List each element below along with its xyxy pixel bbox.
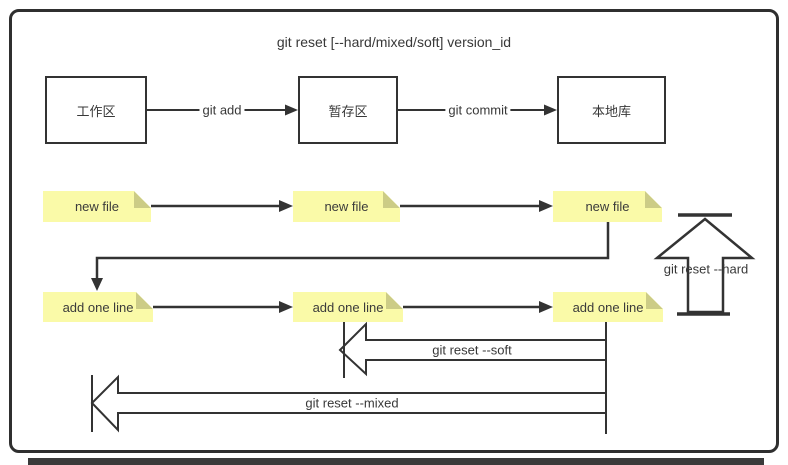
vertical-drop-lines	[91, 322, 607, 434]
note-label: new file	[74, 199, 120, 214]
box-local-repo-label: 本地库	[591, 103, 631, 119]
note-row1-arrows	[151, 200, 553, 212]
diagram-title: git reset [--hard/mixed/soft] version_id	[276, 34, 512, 50]
note-label: add one line	[312, 299, 384, 315]
elbow-connector	[91, 222, 610, 291]
reset-mixed-label: git reset --mixed	[305, 395, 399, 411]
note-label: new file	[324, 199, 369, 214]
note-label: add one line	[62, 299, 134, 315]
box-working-area: 工作区	[45, 76, 147, 144]
note-label: add one line	[572, 299, 644, 315]
reset-hard-arrow	[653, 217, 756, 314]
note-row2-arrows	[153, 301, 553, 313]
edge-label-git-commit: git commit	[445, 102, 511, 118]
note-new-file-2: new file	[293, 191, 400, 222]
note-new-file-1: new file	[43, 191, 151, 222]
reset-soft-label: git reset --soft	[432, 342, 512, 358]
note-add-one-line-2: add one line	[293, 292, 403, 322]
note-add-one-line-3: add one line	[553, 292, 663, 322]
bottom-edge-bar	[28, 458, 764, 465]
reset-hard-label: git reset --hard	[663, 261, 749, 277]
box-working-area-label: 工作区	[76, 103, 116, 119]
note-add-one-line-1: add one line	[43, 292, 153, 322]
reset-hard-cap-lines	[677, 213, 732, 316]
edge-label-git-add: git add	[199, 102, 245, 118]
box-staging-area-label: 暂存区	[328, 103, 368, 119]
note-label: new file	[585, 199, 630, 214]
note-new-file-3: new file	[553, 191, 662, 222]
box-local-repo: 本地库	[557, 76, 666, 144]
box-staging-area: 暂存区	[298, 76, 398, 144]
